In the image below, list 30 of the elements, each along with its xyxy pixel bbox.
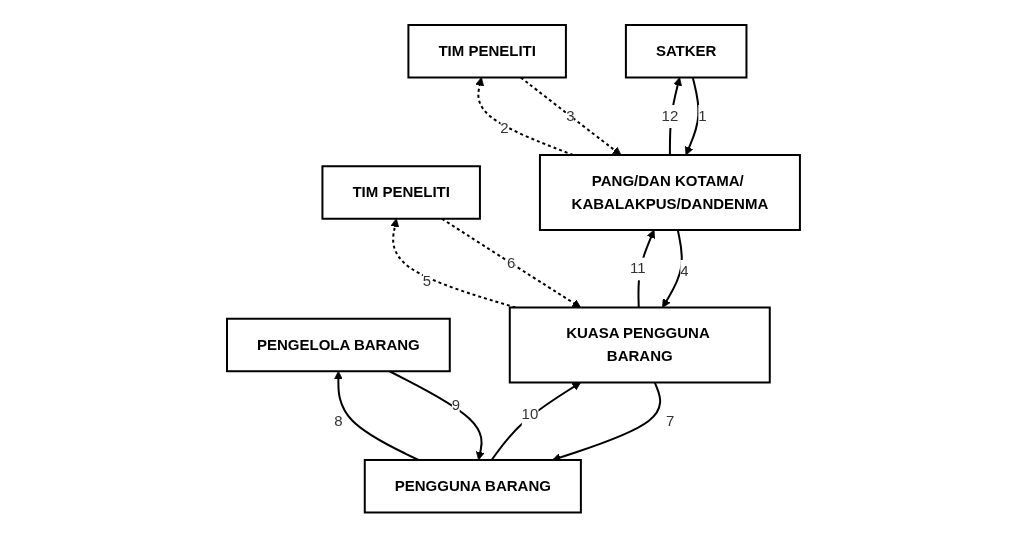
arrow <box>333 370 420 461</box>
arrow <box>390 218 516 309</box>
arrow <box>519 76 621 156</box>
edge-label: 5 <box>422 271 431 289</box>
arrow <box>661 228 683 308</box>
edge-label: 7 <box>665 411 674 429</box>
edge-label: 4 <box>679 261 689 279</box>
node-box: KUASA PENGGUNA BARANG <box>508 306 771 384</box>
edge-label: 1 <box>697 106 707 124</box>
arrow <box>684 76 699 156</box>
node-box: PANG/DAN KOTAMA/ KABALAKPUS/DANDENMA <box>538 153 801 231</box>
node-box: SATKER <box>624 23 747 79</box>
arrow <box>474 76 574 156</box>
node-box: TIM PENELITI <box>406 23 567 79</box>
edge-label: 6 <box>506 253 515 271</box>
edge-label: 11 <box>629 259 646 277</box>
edge-label: 2 <box>499 118 509 136</box>
arrow <box>636 229 655 309</box>
node-box: TIM PENELITI <box>320 165 481 220</box>
arrow <box>490 381 581 461</box>
edge-label: 3 <box>565 106 575 124</box>
edge-label: 12 <box>661 106 678 124</box>
arrow <box>668 76 682 156</box>
arrow <box>388 370 485 461</box>
node-box: PENGELOLA BARANG <box>225 317 451 372</box>
node-box: PENGGUNA BARANG <box>363 458 582 514</box>
edge-label: 10 <box>521 405 538 423</box>
edge-label: 8 <box>333 411 343 429</box>
arrow <box>440 217 581 308</box>
edge-label: 9 <box>451 395 460 413</box>
